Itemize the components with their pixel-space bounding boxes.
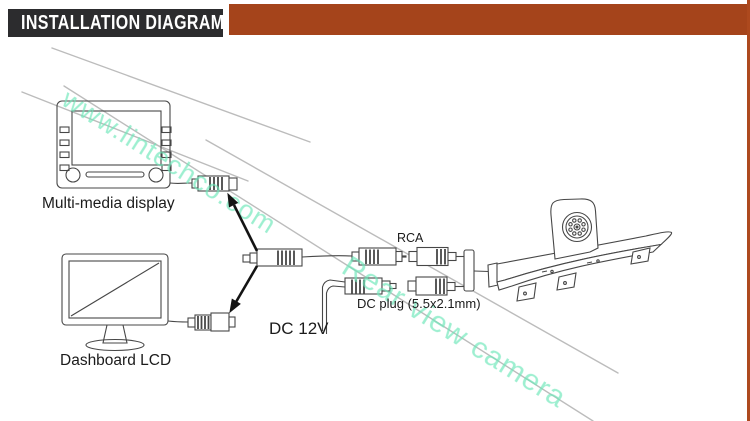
dc-plug-label: DC plug (5.5x2.1mm) — [357, 296, 481, 311]
multimedia-display-drawing — [56, 100, 238, 192]
dashboard-lcd-drawing — [61, 253, 236, 352]
lcd-rca-connector — [187, 312, 236, 332]
page-title: INSTALLATION DIAGRAM — [21, 11, 225, 34]
dashboard-lcd-label: Dashboard LCD — [60, 352, 172, 369]
multimedia-display-label: Multi-media display — [42, 195, 175, 212]
title-banner: INSTALLATION DIAGRAM — [8, 9, 225, 37]
orange-header-bar — [229, 4, 750, 35]
rca-connector-pair — [351, 246, 457, 267]
head-unit-buttons — [59, 126, 172, 172]
camera-mount-tabs — [516, 247, 651, 302]
camera-lens — [561, 211, 593, 243]
watermark-site-text: www.lintechco.com — [56, 83, 282, 240]
rear-view-camera-drawing — [487, 198, 673, 302]
cable-junction — [455, 249, 490, 292]
arrow-to-multimedia-display — [227, 192, 239, 208]
arrow-to-dashboard-lcd — [229, 298, 241, 314]
dc-power-label: DC 12V — [269, 319, 329, 338]
orange-right-border — [747, 0, 750, 421]
video-out-plug — [242, 248, 353, 267]
dc-connector-pair — [321, 276, 456, 334]
split-arrows — [227, 192, 259, 314]
display-rca-connector — [191, 175, 238, 192]
rca-label: RCA — [397, 231, 424, 245]
